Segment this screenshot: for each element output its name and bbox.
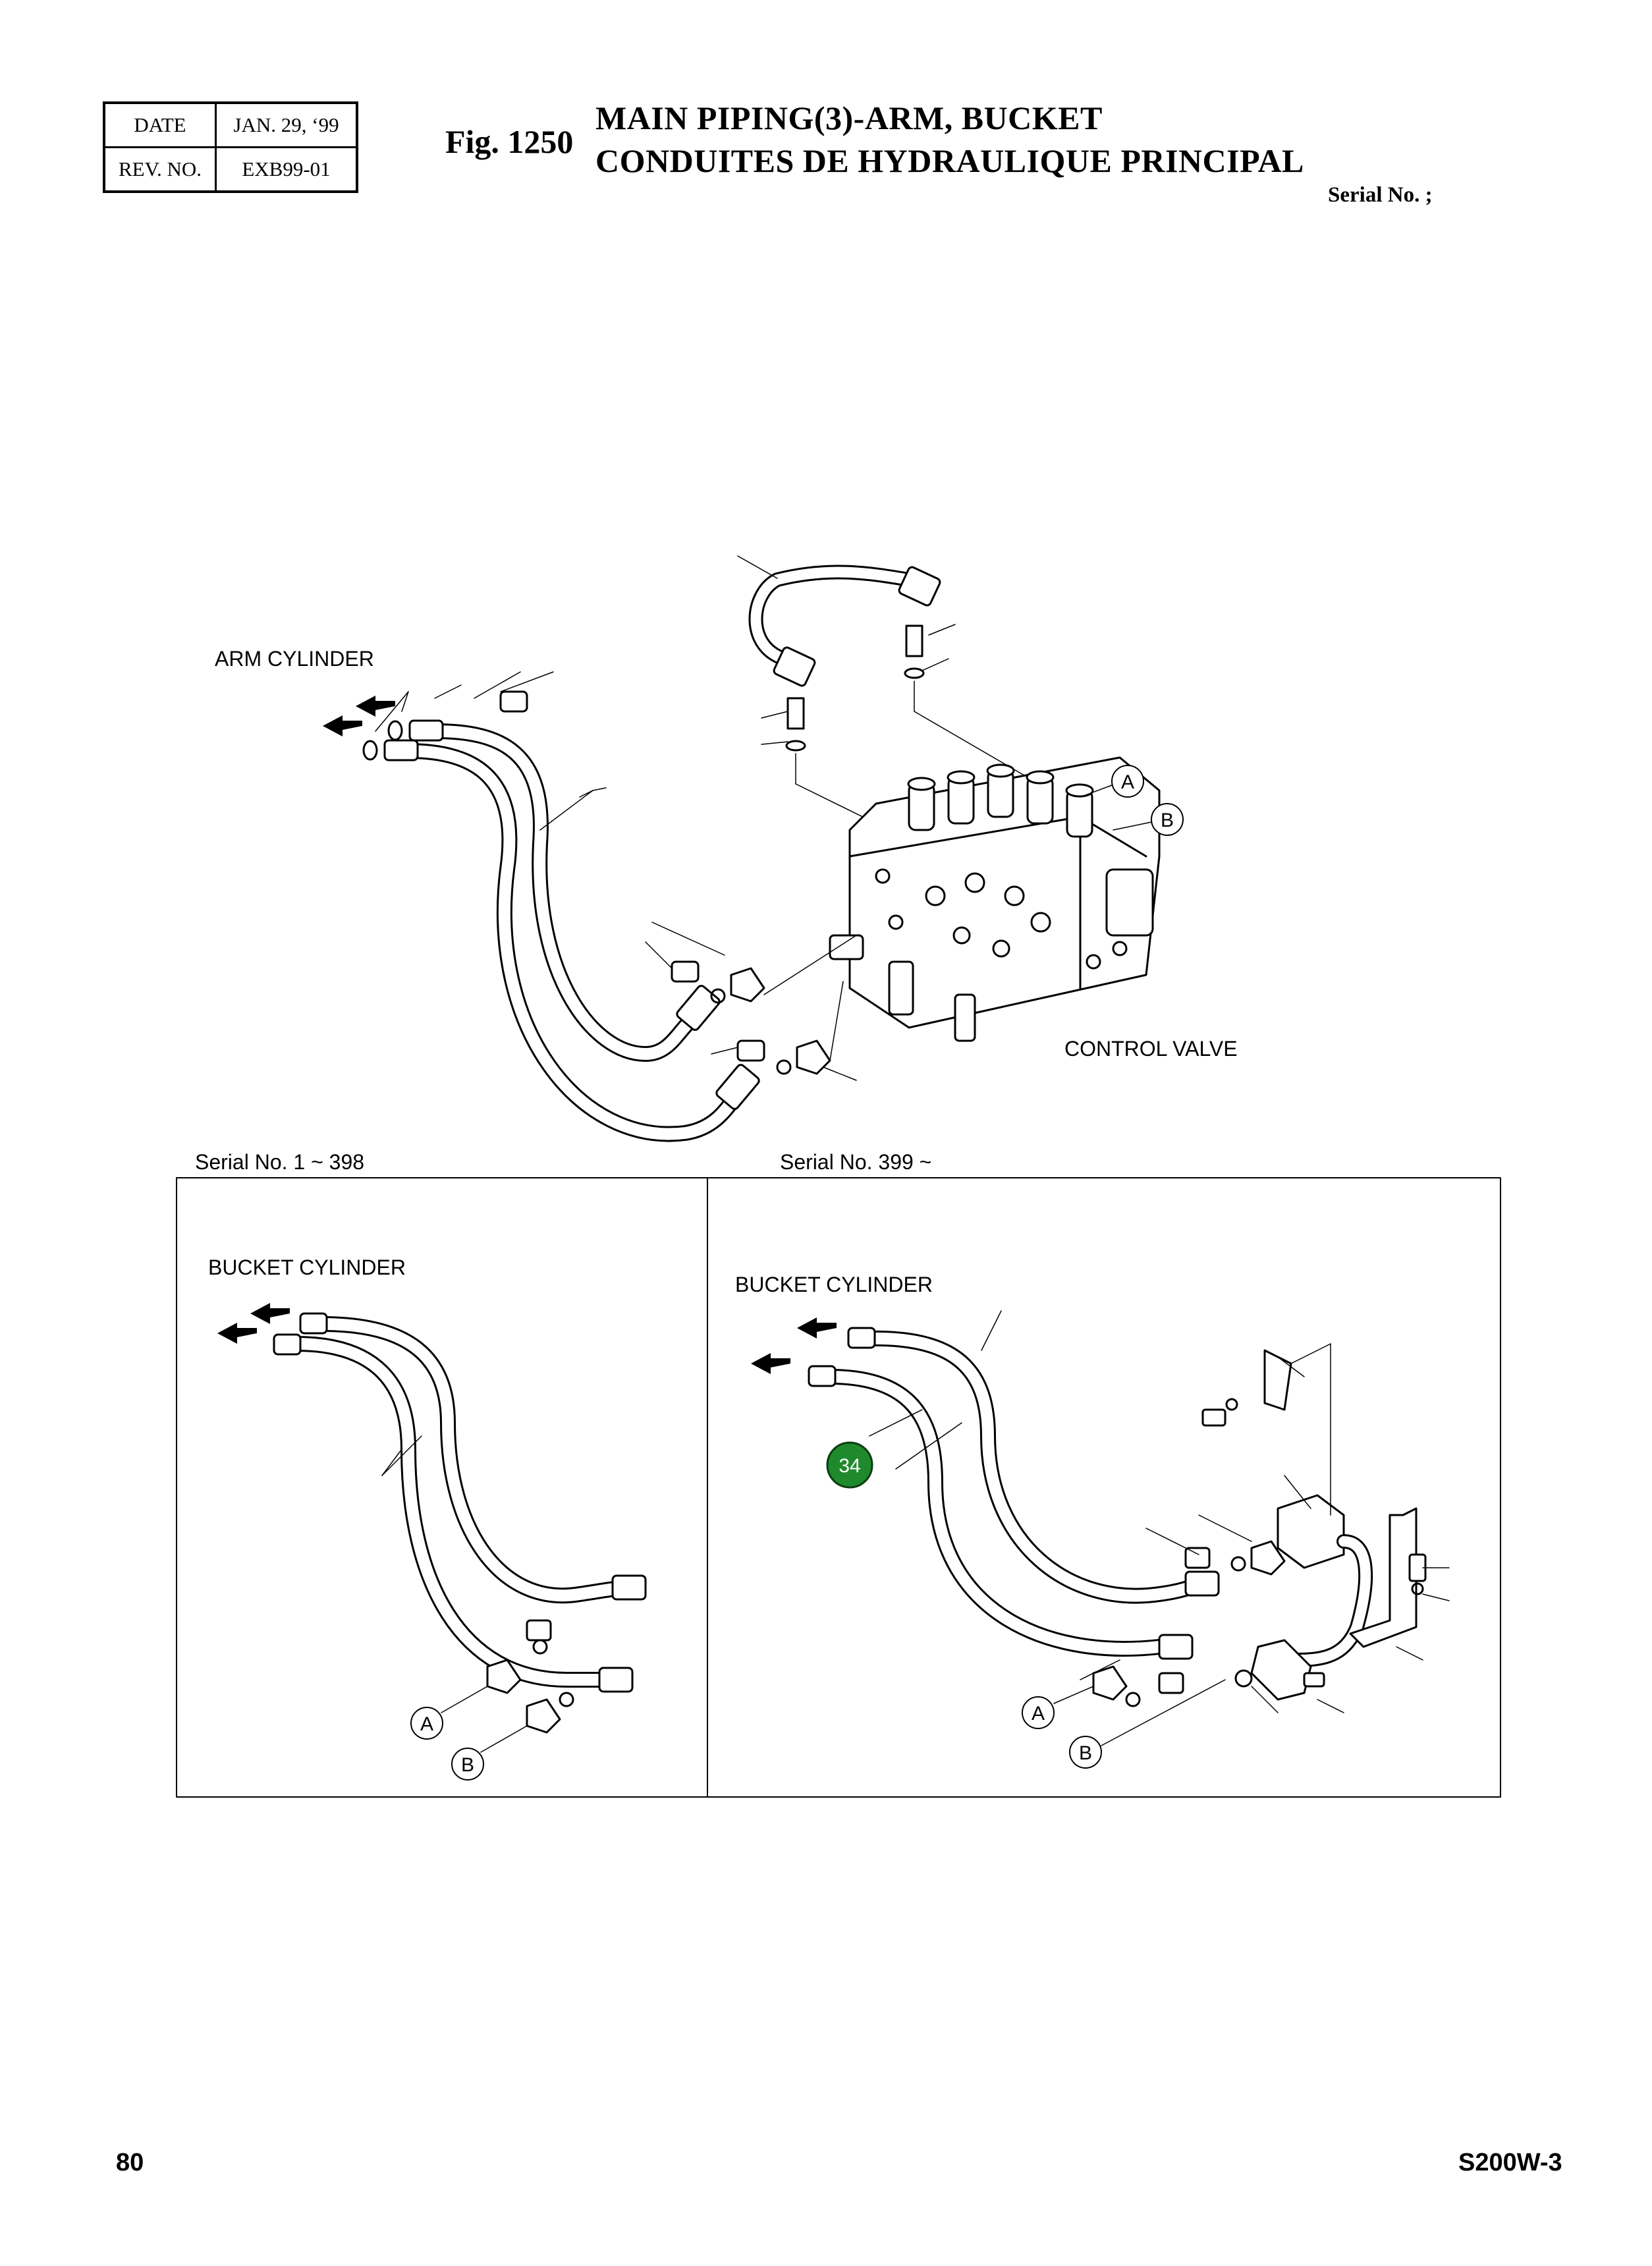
page-subtitle: CONDUITES DE HYDRAULIQUE PRINCIPAL bbox=[595, 142, 1304, 179]
arm-valve-fittings bbox=[645, 922, 857, 1081]
serial-range-left: Serial No. 1 ~ 398 bbox=[195, 1150, 365, 1174]
bucket-cylinder-label-left: BUCKET CYLINDER bbox=[208, 1256, 406, 1279]
arm-cylinder-hoses bbox=[362, 671, 760, 1142]
figure-number: Fig. 1250 bbox=[445, 123, 574, 160]
part-34-marker[interactable] bbox=[826, 1441, 873, 1489]
valve-callout-a: A bbox=[1121, 771, 1134, 793]
date-label: DATE bbox=[103, 101, 217, 148]
upper-return-hose bbox=[737, 555, 1028, 824]
control-valve-label: CONTROL VALVE bbox=[1064, 1037, 1238, 1061]
arm-cylinder-arrows bbox=[323, 696, 395, 736]
left-bucket-arrows bbox=[217, 1303, 290, 1344]
right-bucket-arrows bbox=[751, 1317, 837, 1374]
valve-callouts: A B bbox=[1080, 765, 1184, 836]
variant-box-right bbox=[707, 1177, 1501, 1798]
model-number: S200W-3 bbox=[1458, 2149, 1562, 2176]
right-callout-b: B bbox=[1079, 1742, 1092, 1764]
part-34-label: 34 bbox=[839, 1455, 860, 1477]
left-callout-a: A bbox=[420, 1713, 433, 1735]
bucket-cylinder-label-right: BUCKET CYLINDER bbox=[735, 1273, 933, 1296]
left-callout-b: B bbox=[461, 1754, 474, 1776]
right-bucket-hoses: A B 34 bbox=[808, 1310, 1450, 1769]
valve-callout-b: B bbox=[1161, 810, 1174, 831]
rev-row: REV. NO. EXB99-01 bbox=[103, 146, 358, 193]
revision-table: DATE JAN. 29, ‘99 REV. NO. EXB99-01 bbox=[103, 101, 358, 193]
date-value: JAN. 29, ‘99 bbox=[215, 101, 358, 148]
page-title: MAIN PIPING(3)-ARM, BUCKET bbox=[595, 99, 1103, 136]
rev-value: EXB99-01 bbox=[215, 146, 358, 193]
left-bucket-hoses: A B bbox=[273, 1312, 647, 1781]
arm-cylinder-label: ARM CYLINDER bbox=[215, 647, 374, 671]
rev-label: REV. NO. bbox=[103, 146, 217, 193]
serial-label: Serial No. ; bbox=[1328, 183, 1433, 207]
page-number: 80 bbox=[116, 2149, 144, 2176]
right-callout-a: A bbox=[1032, 1703, 1045, 1725]
control-valve-body bbox=[829, 756, 1161, 1042]
serial-range-right: Serial No. 399 ~ bbox=[780, 1150, 932, 1174]
date-row: DATE JAN. 29, ‘99 bbox=[103, 101, 358, 148]
